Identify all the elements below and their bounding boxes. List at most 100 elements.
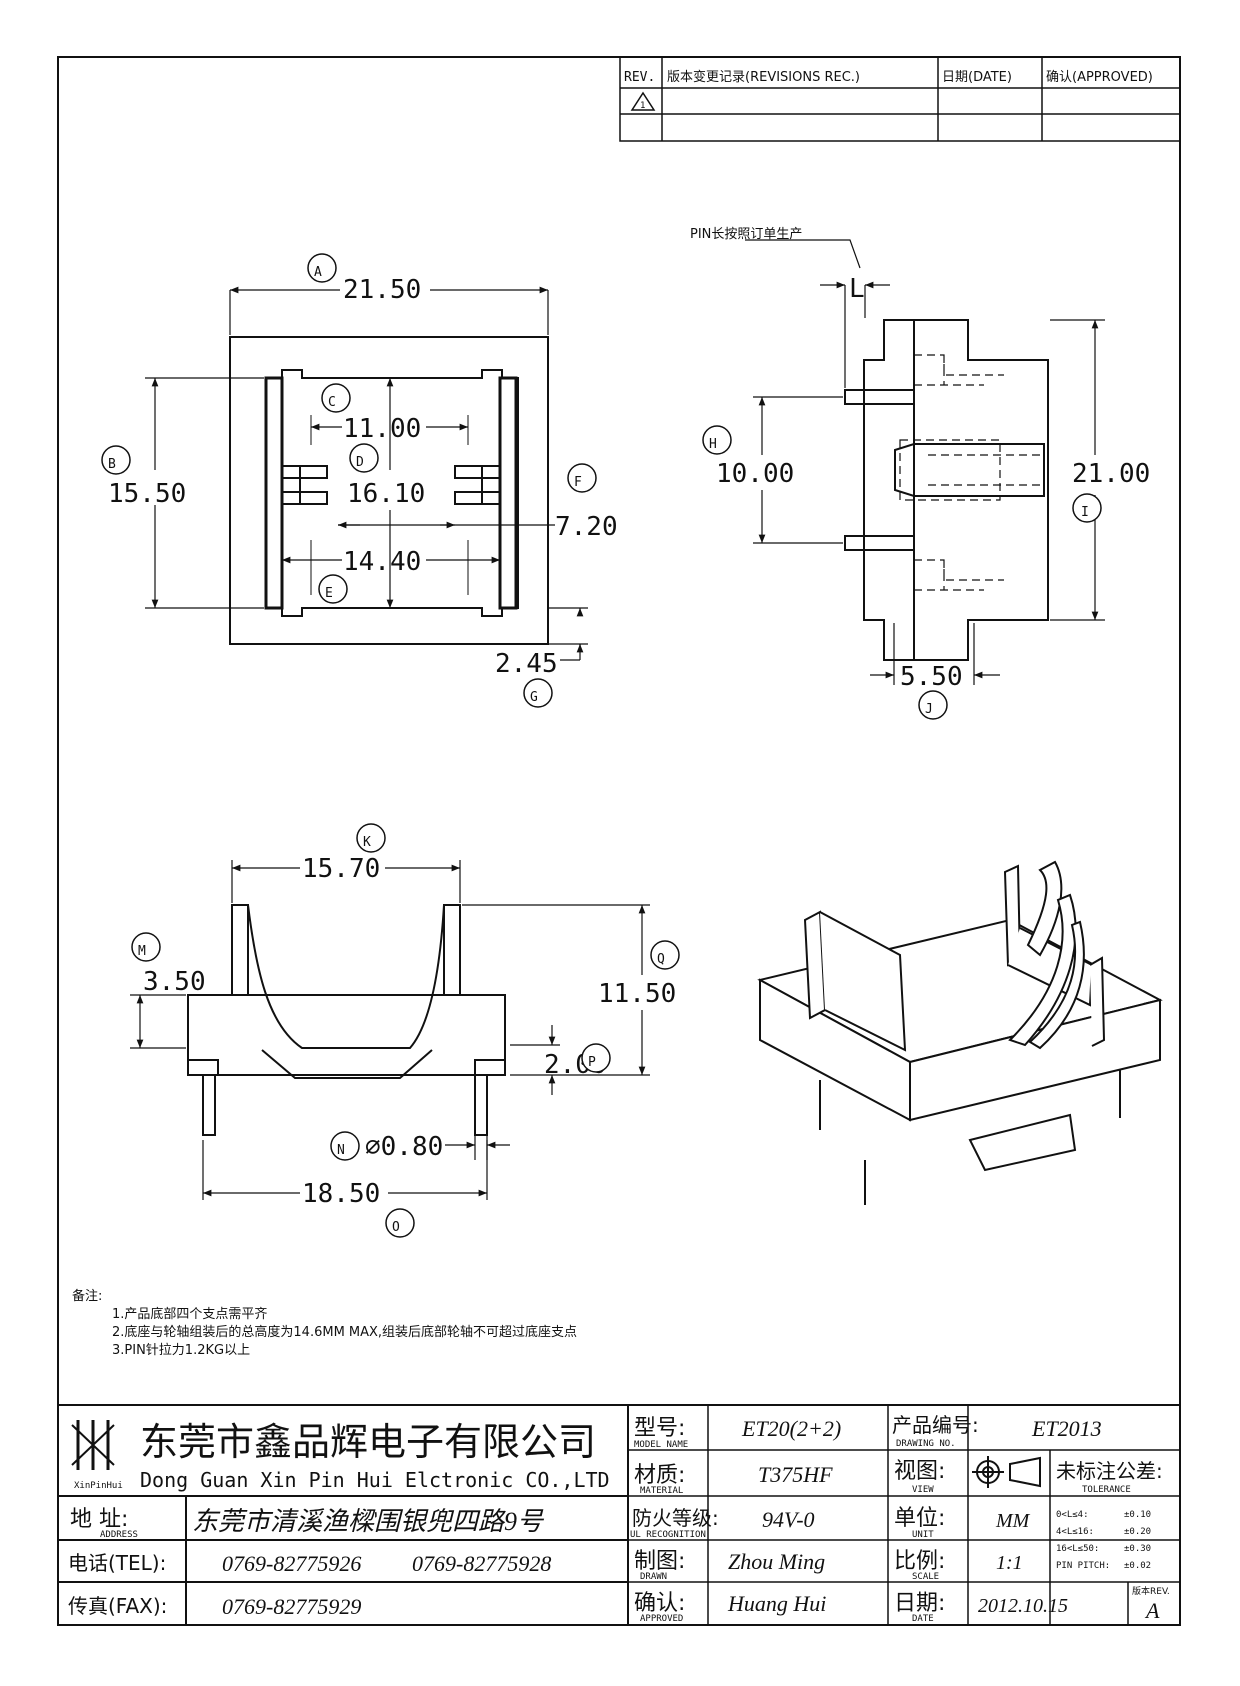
- dim-A-value: 21.50: [343, 275, 421, 305]
- svg-text:K: K: [363, 835, 371, 850]
- svg-text:A: A: [314, 265, 322, 280]
- svg-text:Q: Q: [657, 952, 665, 967]
- scale-label-en: SCALE: [912, 1572, 939, 1582]
- material-value: T375HF: [758, 1462, 833, 1487]
- circle-P: P: [581, 1043, 611, 1073]
- circle-I: I: [1072, 493, 1102, 523]
- svg-text:XinPinHui: XinPinHui: [74, 1481, 123, 1491]
- svg-text:O: O: [392, 1220, 400, 1235]
- drawn-label: 制图:: [634, 1549, 685, 1574]
- revision-table: [619, 56, 1181, 142]
- circle-A: A: [307, 253, 337, 283]
- circle-B: B: [101, 445, 131, 475]
- circle-Q: Q: [650, 940, 680, 970]
- dim-O-value: 18.50: [302, 1179, 380, 1209]
- top-view-inner-frame: [265, 369, 519, 617]
- tel-1: 0769-82775926: [222, 1551, 361, 1576]
- dim-M-value: 3.50: [143, 967, 206, 997]
- svg-text:N: N: [337, 1143, 345, 1158]
- drawing-no-label-en: DRAWING NO.: [896, 1439, 956, 1449]
- revision-triangle-icon: 1: [630, 91, 656, 111]
- dim-H-value: 10.00: [716, 459, 794, 489]
- revisions-header: 版本变更记录(REVISIONS REC.): [667, 69, 860, 85]
- approved-label: 确认:: [634, 1591, 685, 1616]
- tel-2: 0769-82775928: [412, 1551, 551, 1576]
- approved-label-en: APPROVED: [640, 1614, 683, 1624]
- side-view: PIN长按照订单生产 L 10.00 21.00 5.50: [690, 227, 1150, 692]
- svg-text:1: 1: [640, 101, 645, 111]
- dim-Q-value: 11.50: [598, 979, 676, 1009]
- top-view-outline: [229, 336, 549, 645]
- circle-C: C: [321, 383, 351, 413]
- svg-text:0<L≤4:: 0<L≤4:: [1056, 1510, 1089, 1520]
- material-label: 材质:: [634, 1463, 685, 1488]
- dim-N-value: ⌀0.80: [365, 1132, 443, 1162]
- approved-value: Huang Hui: [727, 1591, 826, 1616]
- sheet-border: [57, 56, 1181, 1626]
- projection-symbol-icon: [972, 1456, 1041, 1488]
- address-value: 东莞市清溪渔樑围银兜四路9号: [192, 1507, 545, 1536]
- dim-B-value: 15.50: [108, 479, 186, 509]
- model-label-en: MODEL NAME: [634, 1440, 688, 1450]
- svg-text:±0.10: ±0.10: [1124, 1510, 1151, 1520]
- unit-label: 单位:: [894, 1506, 945, 1531]
- address-label-en: ADDRESS: [100, 1530, 138, 1540]
- unit-value: MM: [995, 1510, 1031, 1532]
- svg-text:±0.02: ±0.02: [1124, 1561, 1151, 1571]
- circle-J: J: [918, 690, 948, 720]
- view-label: 视图:: [894, 1459, 945, 1484]
- tolerance-title: 未标注公差:: [1056, 1459, 1163, 1483]
- circle-E: E: [318, 574, 348, 604]
- title-block: [57, 1404, 1181, 1626]
- svg-text:I: I: [1081, 505, 1089, 520]
- circle-H: H: [702, 425, 732, 455]
- circle-N: N: [330, 1131, 360, 1161]
- scale-value: 1:1: [996, 1552, 1023, 1574]
- date-header: 日期(DATE): [942, 70, 1012, 85]
- company-name-en: Dong Guan Xin Pin Hui Elctronic CO.,LTD: [140, 1468, 610, 1492]
- dim-G-value: 2.45: [495, 649, 558, 679]
- date-label: 日期:: [894, 1591, 945, 1616]
- rev-label: 版本REV.: [1132, 1585, 1170, 1597]
- svg-text:M: M: [138, 944, 146, 959]
- svg-text:±0.30: ±0.30: [1124, 1544, 1151, 1554]
- svg-text:4<L≤16:: 4<L≤16:: [1056, 1527, 1094, 1537]
- svg-text:B: B: [108, 457, 116, 472]
- drawn-label-en: DRAWN: [640, 1572, 667, 1582]
- dim-J-value: 5.50: [900, 662, 963, 692]
- svg-text:E: E: [325, 586, 333, 601]
- dim-L-label: L: [849, 274, 865, 304]
- company-name-cn: 东莞市鑫品辉电子有限公司: [140, 1420, 596, 1464]
- circle-labels: A B C D E F G H I J K M Q P N O: [101, 253, 1102, 1238]
- svg-text:J: J: [925, 702, 933, 717]
- fire-label-en: UL RECOGNITION: [630, 1530, 706, 1540]
- circle-G: G: [523, 678, 553, 708]
- circle-O: O: [385, 1208, 415, 1238]
- top-view: 21.50 15.50 11.00 16.10 7.20 14.40 2.45: [108, 275, 618, 679]
- fax-value: 0769-82775929: [222, 1594, 361, 1619]
- scale-label: 比例:: [894, 1549, 945, 1574]
- material-label-en: MATERIAL: [640, 1486, 683, 1496]
- svg-text:H: H: [709, 437, 717, 452]
- model-label: 型号:: [634, 1416, 685, 1441]
- fire-label: 防火等级:: [632, 1506, 719, 1530]
- address-label: 地 址:: [70, 1507, 128, 1532]
- date-label-en: DATE: [912, 1614, 934, 1624]
- svg-text:F: F: [574, 475, 582, 490]
- svg-text:C: C: [328, 395, 336, 410]
- tolerance-table: 0<L≤4: ±0.10 4<L≤16: ±0.20 16<L≤50: ±0.3…: [1056, 1510, 1151, 1571]
- rev-header: REV.: [624, 70, 655, 85]
- circle-K: K: [356, 823, 386, 853]
- svg-text:G: G: [530, 690, 538, 705]
- dim-F-value: 7.20: [555, 512, 618, 542]
- model-value: ET20(2+2): [741, 1416, 841, 1441]
- company-logo: XinPinHui: [71, 1420, 123, 1491]
- svg-text:P: P: [588, 1055, 596, 1070]
- tolerance-title-en: TOLERANCE: [1082, 1485, 1131, 1495]
- fire-value: 94V-0: [762, 1507, 815, 1532]
- fax-label: 传真(FAX):: [68, 1594, 167, 1618]
- dim-I-value: 21.00: [1072, 459, 1150, 489]
- dim-C-value: 11.00: [343, 414, 421, 444]
- pin-length-note: PIN长按照订单生产: [690, 227, 802, 242]
